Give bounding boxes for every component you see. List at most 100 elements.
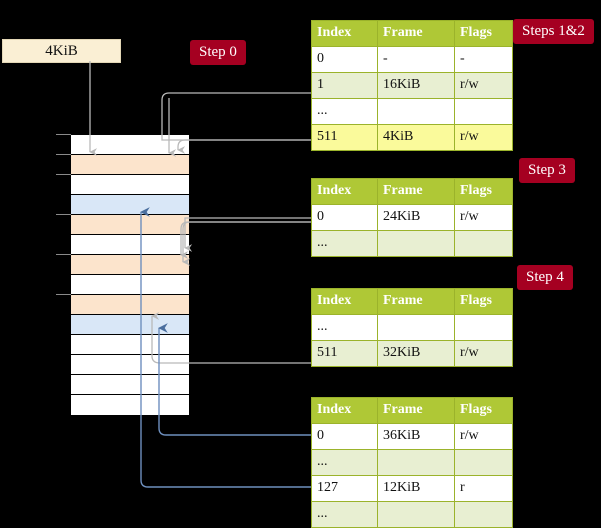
step-badge-step-3: Step 3: [519, 158, 575, 183]
page-table-level-3: Index Frame Flags 0 36KiB r/w ... 127 12…: [311, 397, 513, 528]
memory-tick: [56, 174, 71, 175]
page-size-label: 4KiB: [45, 43, 78, 59]
table-row-highlighted[interactable]: 511 4KiB r/w: [311, 124, 513, 151]
cell-flags: r: [454, 475, 513, 502]
column-header-flags: Flags: [454, 20, 513, 47]
table-header-row: Index Frame Flags: [311, 178, 513, 205]
table-row[interactable]: ...: [311, 314, 513, 341]
cell-index: 127: [311, 475, 378, 502]
table-header-row: Index Frame Flags: [311, 397, 513, 424]
cell-index: 1: [311, 72, 378, 99]
cell-frame: 16KiB: [377, 72, 455, 99]
cell-frame: 36KiB: [377, 423, 455, 450]
cell-flags: [454, 98, 513, 125]
wire-l0-511-to-memory: [161, 92, 311, 141]
wire-l1-drop-to-row7: [182, 221, 311, 266]
table-row[interactable]: 127 12KiB r: [311, 475, 513, 502]
cell-frame: [377, 449, 455, 476]
column-header-frame: Frame: [377, 397, 455, 424]
cell-flags: [454, 449, 513, 476]
memory-row: [71, 255, 189, 275]
cell-index: 511: [311, 340, 378, 367]
column-header-frame: Frame: [377, 20, 455, 47]
cell-flags: r/w: [454, 204, 513, 231]
page-table-level-2: Index Frame Flags ... 511 32KiB r/w: [311, 288, 513, 367]
memory-tick: [56, 134, 71, 135]
cell-index: ...: [311, 230, 378, 257]
column-header-index: Index: [311, 288, 378, 315]
table-row[interactable]: 0 36KiB r/w: [311, 423, 513, 450]
table-row[interactable]: ...: [311, 98, 513, 125]
cell-index: ...: [311, 314, 378, 341]
memory-row: [71, 315, 189, 335]
page-size-box: 4KiB: [2, 39, 121, 63]
memory-row: [71, 355, 189, 375]
cell-frame: 24KiB: [377, 204, 455, 231]
cell-flags: r/w: [454, 124, 513, 151]
cell-frame: [377, 314, 455, 341]
table-row[interactable]: ...: [311, 449, 513, 476]
cell-flags: [454, 501, 513, 528]
step-badge-steps-1-2: Steps 1&2: [513, 19, 594, 44]
cell-frame: 32KiB: [377, 340, 455, 367]
memory-row: [71, 395, 189, 415]
column-header-frame: Frame: [377, 288, 455, 315]
memory-row: [71, 155, 189, 175]
memory-row: [71, 235, 189, 255]
column-header-index: Index: [311, 178, 378, 205]
memory-row: [71, 275, 189, 295]
cell-frame: [377, 230, 455, 257]
cell-flags: r/w: [454, 72, 513, 99]
column-header-index: Index: [311, 20, 378, 47]
cell-frame: -: [377, 46, 455, 73]
column-header-flags: Flags: [454, 397, 513, 424]
memory-tick: [56, 154, 71, 155]
memory-row: [71, 135, 189, 155]
step-badge-step-0: Step 0: [190, 40, 246, 65]
cell-flags: r/w: [454, 423, 513, 450]
cell-index: 0: [311, 204, 378, 231]
wire-top-right-curve: [177, 139, 311, 154]
memory-row: [71, 175, 189, 195]
memory-row: [71, 375, 189, 395]
memory-row: [71, 195, 189, 215]
cell-flags: r/w: [454, 340, 513, 367]
cell-frame: 12KiB: [377, 475, 455, 502]
cell-index: ...: [311, 501, 378, 528]
page-table-level-1: Index Frame Flags 0 24KiB r/w ...: [311, 178, 513, 257]
table-header-row: Index Frame Flags: [311, 288, 513, 315]
cell-frame: 4KiB: [377, 124, 455, 151]
cell-flags: -: [454, 46, 513, 73]
cell-index: 0: [311, 423, 378, 450]
page-table-level-0: Index Frame Flags 0 - - 1 16KiB r/w ...: [311, 20, 513, 151]
memory-tick: [56, 254, 71, 255]
column-header-frame: Frame: [377, 178, 455, 205]
table-row[interactable]: ...: [311, 501, 513, 528]
memory-row: [71, 335, 189, 355]
step-badge-step-4: Step 4: [517, 265, 573, 290]
table-row[interactable]: ...: [311, 230, 513, 257]
cell-flags: [454, 314, 513, 341]
table-row[interactable]: 1 16KiB r/w: [311, 72, 513, 99]
column-header-index: Index: [311, 397, 378, 424]
cell-flags: [454, 230, 513, 257]
cell-frame: [377, 98, 455, 125]
cell-index: 0: [311, 46, 378, 73]
cell-index: ...: [311, 98, 378, 125]
wire-l1-0-to-memory: [184, 217, 311, 252]
cell-frame: [377, 501, 455, 528]
table-row[interactable]: 0 - -: [311, 46, 513, 73]
table-row[interactable]: 511 32KiB r/w: [311, 340, 513, 367]
memory-row: [71, 295, 189, 315]
memory-tick: [56, 294, 71, 295]
cell-index: ...: [311, 449, 378, 476]
cell-index: 511: [311, 124, 378, 151]
wire-l1-deep-drop: [180, 221, 311, 259]
table-header-row: Index Frame Flags: [311, 20, 513, 47]
table-row[interactable]: 0 24KiB r/w: [311, 204, 513, 231]
physical-memory-column: [70, 134, 190, 415]
column-header-flags: Flags: [454, 178, 513, 205]
memory-row: [71, 215, 189, 235]
memory-tick: [56, 214, 71, 215]
